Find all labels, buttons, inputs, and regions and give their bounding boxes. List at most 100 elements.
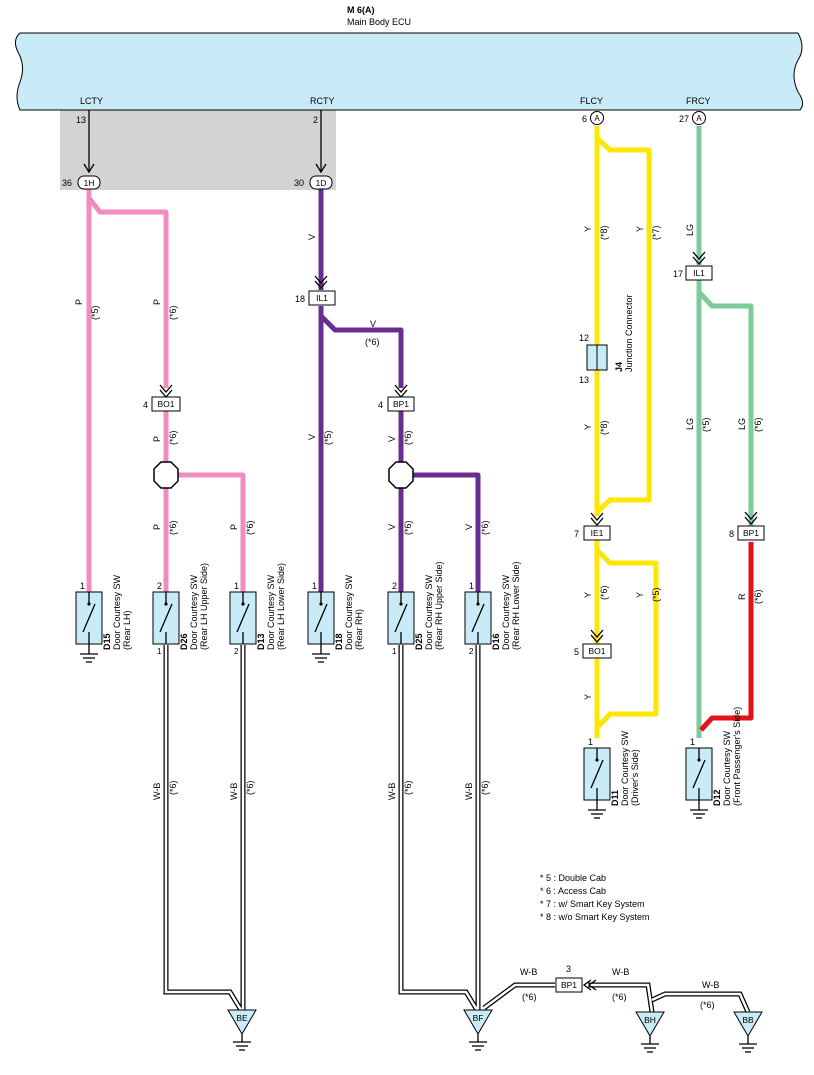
svg-text:P: P [152, 299, 162, 305]
svg-text:1D: 1D [316, 178, 327, 188]
svg-text:W-B: W-B [612, 967, 629, 977]
svg-text:4: 4 [378, 400, 383, 410]
svg-text:W-B: W-B [520, 967, 537, 977]
ecu-pin-num-2: 2 [313, 115, 318, 125]
switch-pin-top: 2 [392, 581, 397, 591]
svg-text:(*6): (*6) [753, 417, 763, 432]
junction-connector-j4: 12 13 J4 Junction Connector [579, 294, 634, 385]
switch-location: (Rear RH Lower Side) [511, 561, 521, 650]
svg-text:BE: BE [236, 1013, 248, 1023]
svg-text:Y: Y [635, 592, 645, 598]
switch-name: Door Courtesy SW [424, 574, 434, 650]
ecu-pin-frcy: FRCY [686, 96, 711, 106]
svg-text:(*6): (*6) [168, 305, 178, 320]
svg-text:(*6): (*6) [700, 1000, 715, 1010]
svg-text:BP1: BP1 [393, 399, 409, 409]
svg-text:(*7): (*7) [651, 225, 661, 240]
svg-text:IL1: IL1 [316, 293, 328, 303]
note-8: * 8 : w/o Smart Key System [540, 912, 650, 922]
svg-text:1H: 1H [84, 178, 95, 188]
connector-bp1-ground: BP1 3 [555, 964, 597, 993]
svg-text:17: 17 [673, 269, 683, 279]
connector-a-flcy: A [590, 111, 604, 125]
wire-red [699, 542, 754, 732]
switch-pin-top: 1 [312, 581, 317, 591]
svg-text:LG: LG [685, 224, 695, 236]
svg-text:W-B: W-B [229, 783, 239, 800]
switch-pin-top: 1 [588, 737, 593, 747]
note-5: * 5 : Double Cab [540, 873, 606, 883]
switch-id: D12 [712, 789, 722, 806]
svg-text:8: 8 [729, 529, 734, 539]
svg-text:BF: BF [473, 1013, 484, 1023]
svg-text:1: 1 [392, 647, 397, 656]
svg-text:(*6): (*6) [168, 780, 178, 795]
svg-text:BP1: BP1 [561, 980, 577, 990]
switch-name: Door Courtesy SW [620, 730, 630, 806]
switch-name: Door Courtesy SW [722, 730, 732, 806]
switch-name: Door Courtesy SW [344, 574, 354, 650]
svg-text:(*6): (*6) [753, 589, 763, 604]
svg-text:18: 18 [295, 294, 305, 304]
ecu-pin-flcy: FLCY [580, 96, 603, 106]
svg-text:LG: LG [737, 418, 747, 430]
connector-bo1-pink: BO1 4 [143, 384, 181, 412]
note-7: * 7 : w/ Smart Key System [540, 899, 645, 909]
svg-text:BP1: BP1 [743, 528, 759, 538]
svg-text:W-B: W-B [464, 783, 474, 800]
svg-text:BO1: BO1 [157, 399, 174, 409]
switch-id: D16 [491, 633, 501, 650]
svg-text:(*6): (*6) [480, 520, 490, 535]
switch-id: D26 [179, 633, 189, 650]
ecu-pin-num-6: 6 [582, 114, 587, 124]
switch-pin-top: 2 [157, 581, 162, 591]
switch-pin-top: 1 [469, 581, 474, 591]
main-body-ecu-box [14, 32, 804, 111]
svg-text:12: 12 [579, 333, 589, 343]
svg-text:3: 3 [566, 964, 571, 974]
svg-text:Y: Y [583, 226, 593, 232]
svg-text:J4: J4 [614, 362, 624, 372]
switch-id: D13 [256, 633, 266, 650]
svg-text:(*6): (*6) [168, 520, 178, 535]
svg-text:V: V [307, 434, 317, 440]
svg-text:P: P [152, 436, 162, 442]
switch-id: D18 [334, 633, 344, 650]
svg-text:Junction Connector: Junction Connector [624, 294, 634, 372]
svg-text:(*6): (*6) [403, 430, 413, 445]
switch-id: D15 [102, 633, 112, 650]
svg-text:IE1: IE1 [591, 528, 604, 538]
svg-text:(*6): (*6) [245, 780, 255, 795]
wire-pink [86, 188, 246, 592]
ecu-pin-num-13: 13 [76, 115, 86, 125]
ecu-name: Main Body ECU [347, 17, 411, 27]
svg-text:(*6): (*6) [480, 780, 490, 795]
svg-text:(*5): (*5) [701, 417, 711, 432]
svg-text:(*6): (*6) [168, 430, 178, 445]
switch-pin-top: 1 [690, 737, 695, 747]
svg-text:P: P [152, 524, 162, 530]
splice-purple [388, 461, 414, 489]
connector-bp1-green: BP1 8 [729, 511, 765, 541]
svg-text:P: P [74, 299, 84, 305]
svg-text:(*5): (*5) [323, 430, 333, 445]
ecu-pin-num-27: 27 [679, 114, 689, 124]
svg-text:Y: Y [635, 226, 645, 232]
wire-green [696, 126, 754, 738]
ground-bb: BB [733, 1011, 763, 1053]
svg-text:V: V [387, 436, 397, 442]
svg-text:P: P [229, 524, 239, 530]
switch-location: (Driver's Side) [630, 749, 640, 806]
switch-name: Door Courtesy SW [266, 574, 276, 650]
svg-text:5: 5 [574, 647, 579, 657]
svg-text:IL1: IL1 [693, 268, 705, 278]
svg-text:(*5): (*5) [651, 587, 661, 602]
ecu-id: M 6(A) [347, 5, 375, 15]
